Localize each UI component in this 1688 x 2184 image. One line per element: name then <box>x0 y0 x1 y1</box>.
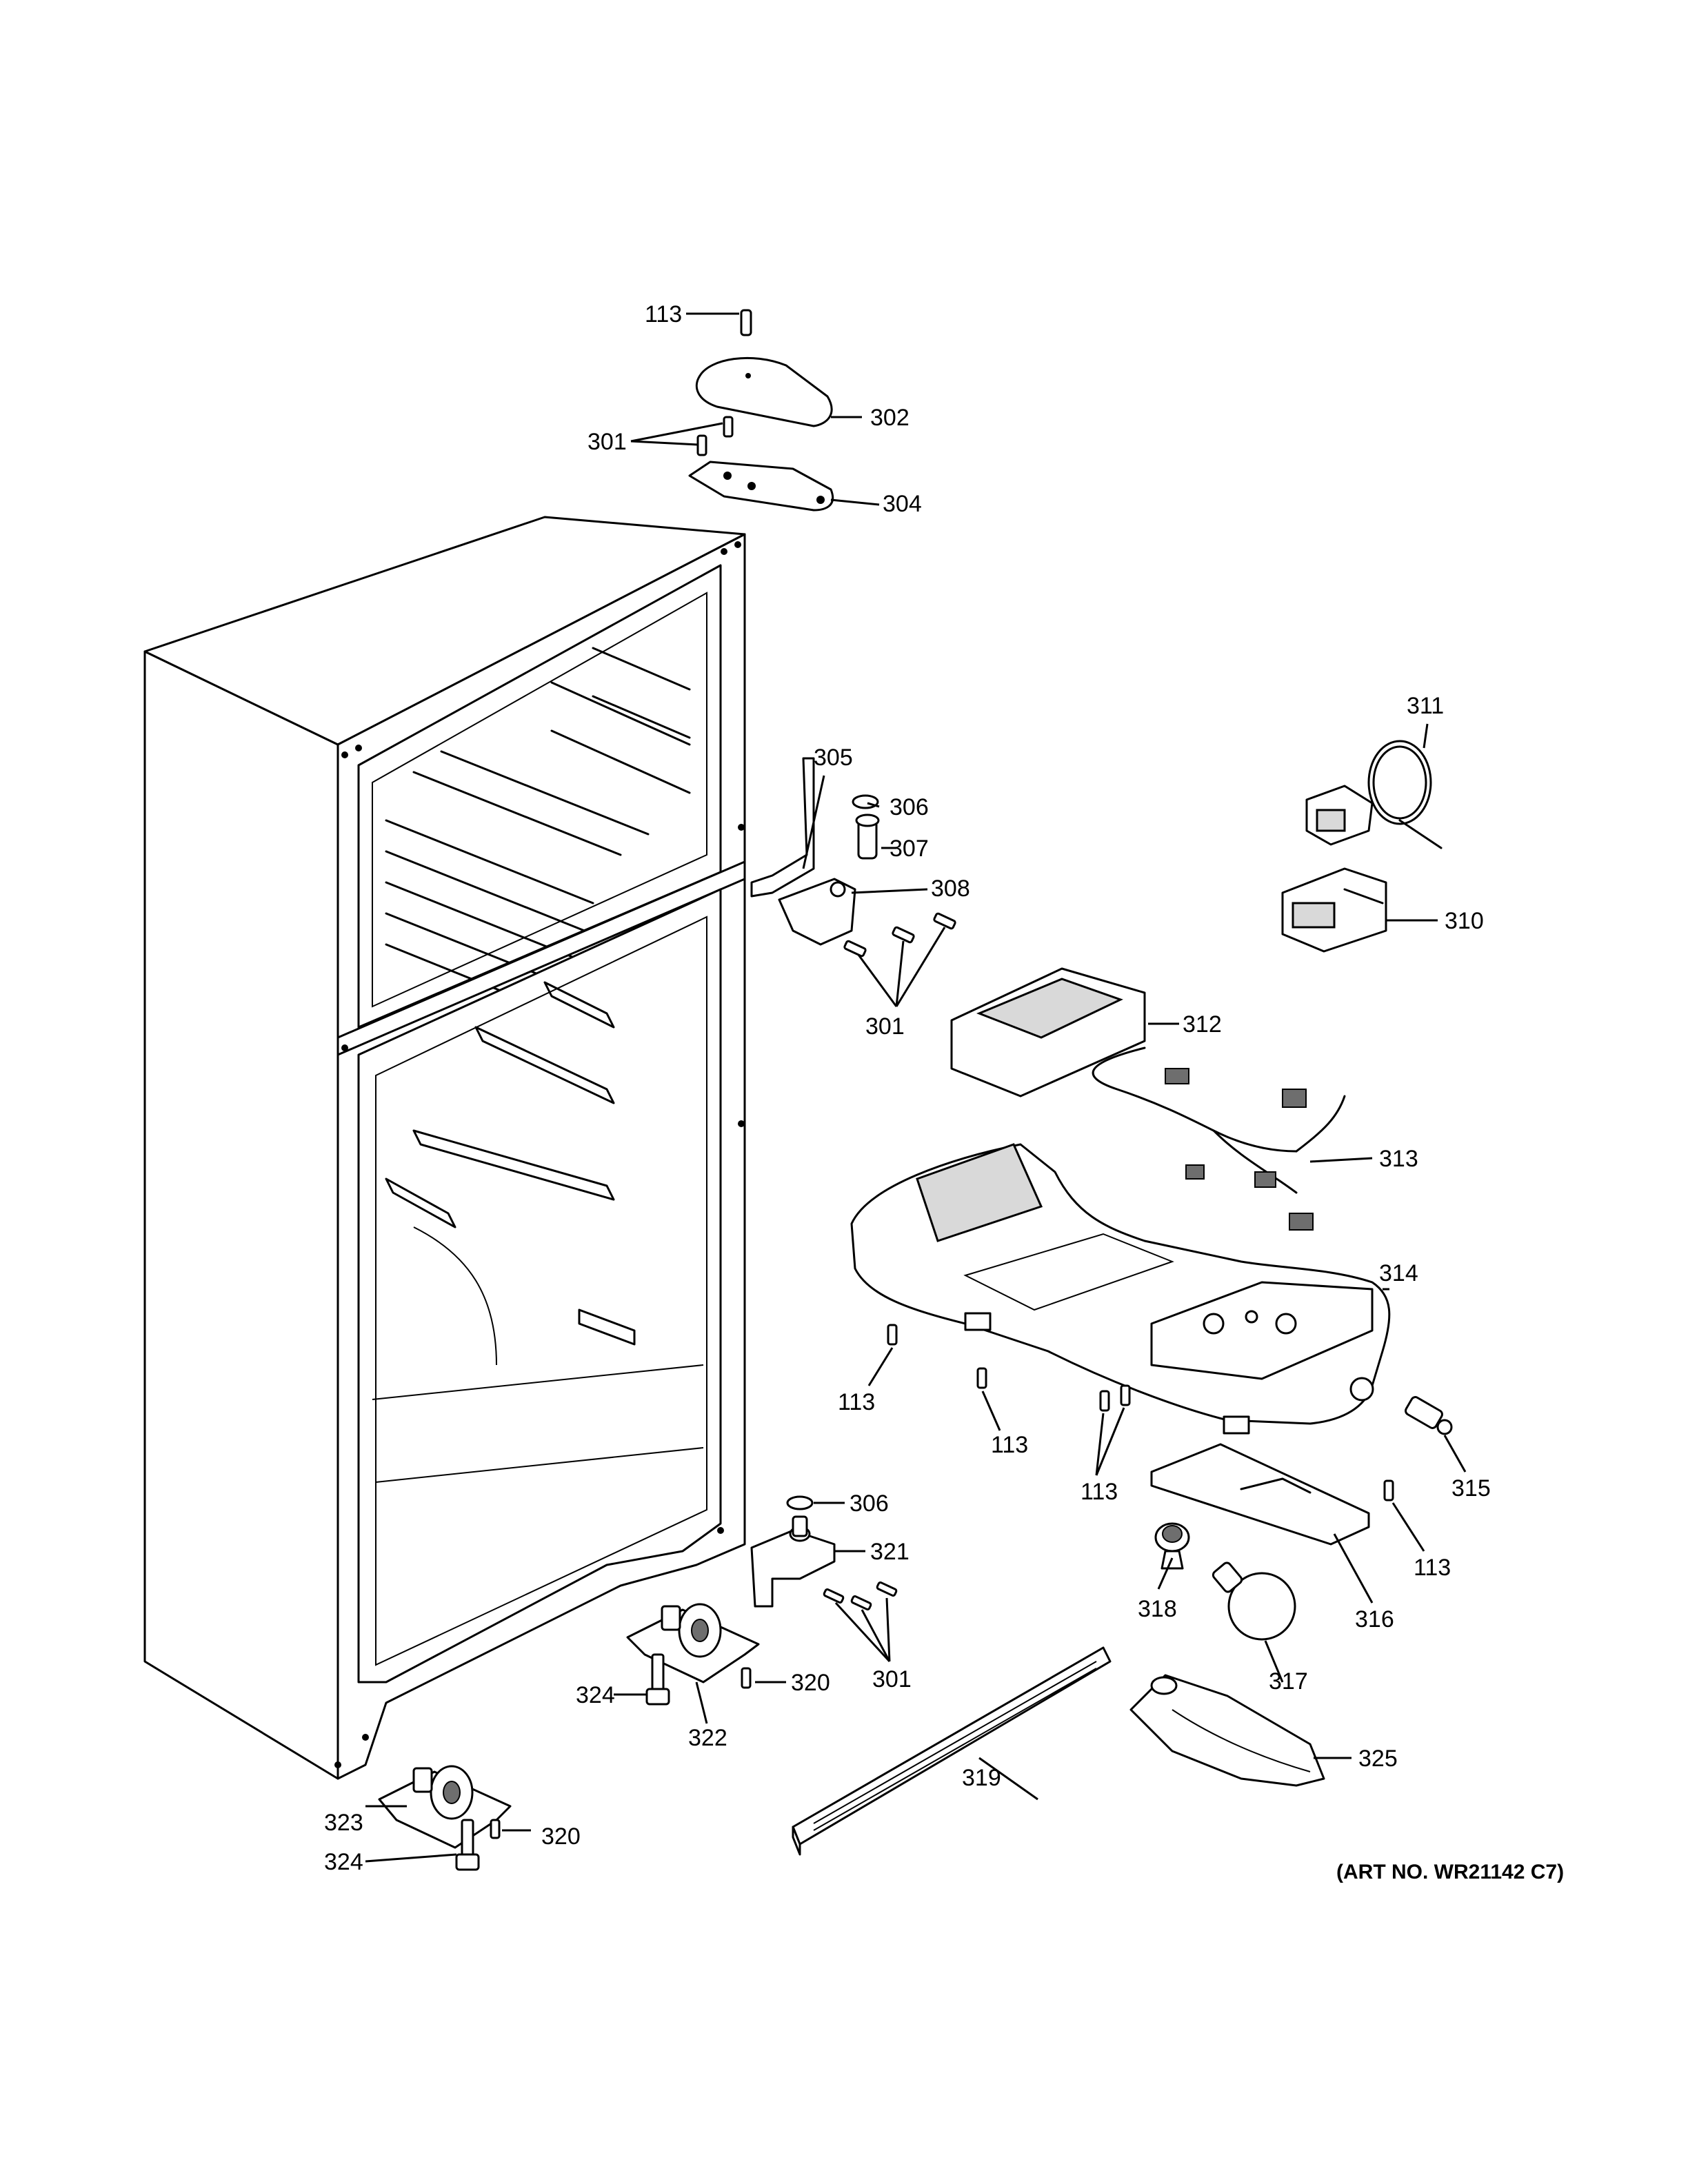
callout-labels: 113 302 301 304 305 306 307 308 301 311 … <box>324 301 1564 1883</box>
callout-113: 113 <box>1081 1479 1118 1505</box>
callout-315: 315 <box>1451 1475 1491 1502</box>
lower-hinge <box>750 1515 836 1608</box>
control-module <box>1281 867 1387 953</box>
lamp-cover <box>1129 1674 1325 1787</box>
leader-lines <box>365 312 1467 1863</box>
lamp-socket <box>1154 1522 1190 1570</box>
callout-318: 318 <box>1138 1596 1177 1622</box>
callout-324: 324 <box>576 1682 615 1708</box>
hinge-bracket <box>750 757 856 946</box>
callout-301: 301 <box>587 429 627 455</box>
roller-assembly-front <box>626 1603 760 1684</box>
light-bulb <box>1212 1561 1296 1641</box>
leveling-bolt <box>455 1653 670 1871</box>
callout-314: 314 <box>1379 1260 1418 1286</box>
base-grille <box>792 1646 1112 1856</box>
callout-312: 312 <box>1183 1011 1222 1038</box>
light-shield-plate <box>1150 1443 1370 1546</box>
callout-306: 306 <box>850 1490 889 1517</box>
screw-icon <box>490 1667 752 1839</box>
callout-306: 306 <box>890 794 929 820</box>
callout-321: 321 <box>870 1539 910 1565</box>
callout-320: 320 <box>541 1823 581 1850</box>
callout-319: 319 <box>962 1765 1001 1791</box>
callout-308: 308 <box>931 876 970 902</box>
roller-assembly-rear <box>378 1765 512 1849</box>
callout-302: 302 <box>870 405 910 431</box>
callout-301: 301 <box>865 1013 905 1040</box>
hinge-cover <box>695 356 833 427</box>
callout-324: 324 <box>324 1849 363 1875</box>
callout-317: 317 <box>1269 1668 1308 1695</box>
callout-322: 322 <box>688 1725 727 1751</box>
callout-113: 113 <box>991 1432 1028 1458</box>
wire-harness <box>1092 1046 1346 1231</box>
light-socket <box>1405 1396 1453 1435</box>
hinge-pin <box>855 813 880 860</box>
callout-323: 323 <box>324 1810 363 1836</box>
callout-325: 325 <box>1358 1746 1398 1772</box>
callout-305: 305 <box>814 745 853 771</box>
callout-113: 113 <box>838 1389 875 1415</box>
art-number: (ART NO. WR21142 C7) <box>1336 1861 1564 1883</box>
thermostat-control <box>1305 740 1443 849</box>
callout-320: 320 <box>791 1670 830 1696</box>
callout-311: 311 <box>1407 693 1444 719</box>
screw-icon <box>696 309 752 456</box>
refrigerator-cabinet <box>143 516 746 1780</box>
control-housing <box>850 1143 1391 1435</box>
callout-301: 301 <box>872 1666 912 1692</box>
callout-313: 313 <box>1379 1146 1418 1172</box>
callout-113: 113 <box>645 301 682 327</box>
screw-icon <box>887 1324 1394 1502</box>
screw-icon <box>823 1581 898 1610</box>
callout-304: 304 <box>883 491 922 517</box>
callout-310: 310 <box>1445 908 1484 934</box>
callout-316: 316 <box>1355 1606 1394 1632</box>
callout-113: 113 <box>1414 1555 1451 1581</box>
light-shield <box>950 967 1146 1098</box>
screw-icon <box>843 912 956 958</box>
top-hinge-plate <box>688 461 834 512</box>
callout-307: 307 <box>890 836 929 862</box>
